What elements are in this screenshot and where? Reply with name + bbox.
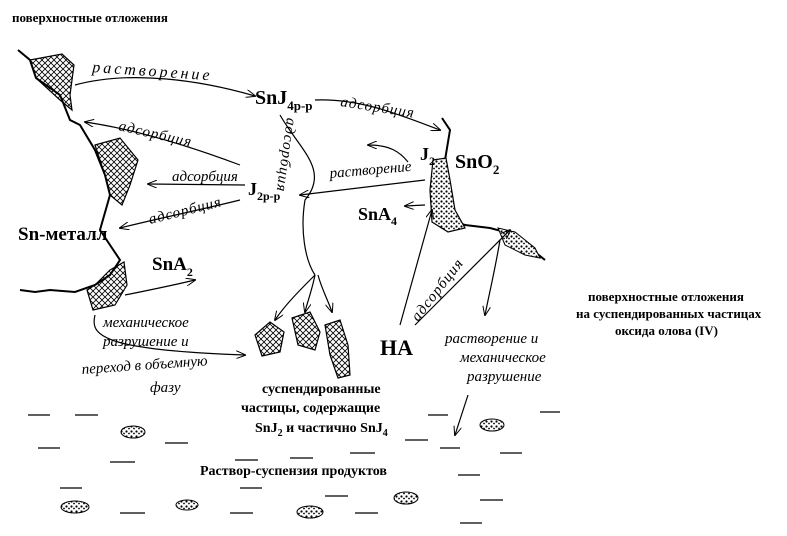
label-adsorption-low-left: адсорбция — [147, 194, 224, 228]
label-solution-suspension: Раствор-суспензия продуктов — [200, 464, 387, 479]
label-sn-metal: Sn-металл — [18, 224, 108, 245]
metal-deposit-bottom — [87, 262, 127, 310]
label-deposits-sno2-line2: на суспендированных частицах — [576, 306, 762, 321]
metal-deposit-middle — [95, 138, 138, 205]
arrow-dissolution-mid — [300, 180, 425, 195]
label-susp-line3: SnJ2 и частично SnJ4 — [255, 421, 388, 439]
particle-3 — [325, 320, 350, 378]
label-sna4: SnA4 — [358, 204, 397, 228]
label-mech-line4: фазу — [150, 380, 181, 396]
label-dissolution-mid: растворение — [328, 159, 412, 182]
label-surface-deposits: поверхностные отложения — [12, 10, 168, 25]
label-adsorption-upper-left: адсорбция — [117, 118, 194, 150]
label-deposits-sno2-line3: оксида олова (IV) — [615, 323, 718, 338]
label-j2: J2 — [420, 144, 435, 168]
metal-deposit-top — [30, 54, 74, 110]
label-adsorption-vertical: адсорбция — [273, 117, 299, 193]
label-sno2: SnO2 — [455, 151, 499, 177]
label-dissol-mech-line2: механическое — [459, 350, 546, 366]
label-adsorption-ha: адсорбция — [409, 256, 468, 325]
arrow-dissolution-down — [485, 240, 500, 315]
label-sna2: SnA2 — [152, 254, 193, 279]
label-susp-line2: частицы, содержащие — [241, 401, 380, 416]
label-mech-line3: переход в объемную — [81, 353, 208, 378]
label-deposits-sno2-line1: поверхностные отложения — [588, 289, 744, 304]
label-dissol-mech-line3: разрушение — [466, 369, 542, 385]
particle-2 — [292, 312, 320, 350]
sno2-deposit-right — [498, 228, 540, 258]
label-adsorption-mid-left: адсорбция — [172, 169, 238, 185]
label-mech-line2: разрушение и — [102, 334, 189, 350]
label-ha: HA — [380, 335, 413, 360]
label-adsorption-right: адсорбция — [339, 94, 415, 122]
label-snj4: SnJ4р-р — [255, 87, 313, 113]
arrow-sna2 — [125, 280, 195, 295]
particle-1 — [255, 322, 284, 356]
label-dissolution-top: растворение — [91, 59, 213, 84]
arrow-particle-3 — [318, 275, 332, 312]
arrow-to-sna4 — [405, 205, 425, 206]
label-dissol-mech-line1: растворение и — [444, 331, 538, 347]
label-mech-line1: механическое — [102, 315, 189, 331]
arrow-dissolution-down2 — [455, 395, 468, 435]
label-susp-line1: суспендированные — [262, 382, 381, 397]
